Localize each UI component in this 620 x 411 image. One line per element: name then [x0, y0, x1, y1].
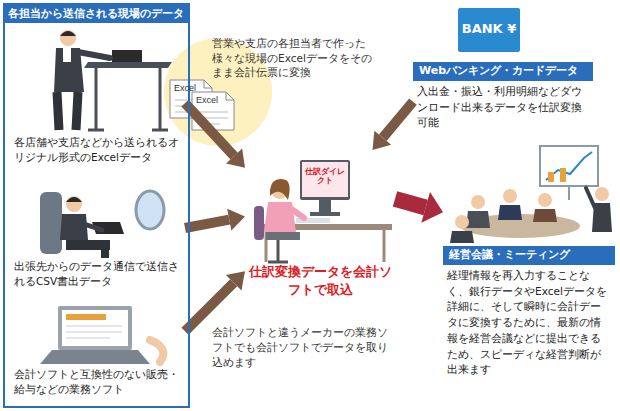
travelling-man-figure-part [60, 214, 88, 240]
meeting-figure-part [568, 186, 570, 200]
laptop-figure-part [62, 310, 128, 346]
meeting-figure-part [471, 195, 485, 209]
arrow-head [227, 209, 245, 231]
node-title: 各店舗や支店などから送られるオリジナル形式のExcelデータ [10, 135, 185, 165]
node-text: 経理情報を再入力することなく、銀行データやExcelデータを詳細に、そして瞬時に… [443, 265, 615, 381]
meeting-figure-part [560, 168, 566, 182]
travelling-man-figure-part [136, 191, 164, 229]
travelling-man-figure-part [101, 240, 109, 258]
node-text: 入出金・振込・利用明細などダウンロード出来るデータを仕訳変換可能 [413, 81, 593, 134]
operator-figure-part [290, 208, 304, 218]
travelling-man-figure-part [84, 224, 102, 230]
meeting-figure-part [595, 187, 609, 201]
standing-man-figure-part [112, 50, 142, 62]
source-item: 会計ソフトと互換性のない販売・給与などの業務ソフト [10, 303, 185, 397]
meeting-figure-part [586, 188, 595, 208]
meeting-figure-part [533, 209, 557, 222]
source-panel: 各担当から送信される現場のデータ各店舗や支店などから送られるオリジナル形式のEx… [3, 3, 190, 408]
meeting-figure-part [498, 205, 522, 220]
laptop-figure [40, 306, 163, 364]
operator-figure-part [254, 206, 264, 240]
operator-figure [254, 160, 392, 262]
flow-arrow [373, 102, 414, 150]
excel-document-part [197, 112, 228, 113]
laptop-figure-part [66, 326, 122, 327]
node-title: 会計ソフトと互換性のない販売・給与などの業務ソフト [10, 367, 185, 397]
arrow-head [421, 192, 443, 223]
arrow-shaft [395, 199, 426, 208]
arrow-head [373, 131, 392, 150]
travelling-man-figure [40, 191, 164, 258]
meeting-figure-part [455, 215, 469, 229]
meeting-figure-part [503, 189, 517, 203]
node-title: 各担当から送信される現場のデータ [5, 5, 188, 23]
flow-arrow [395, 192, 443, 223]
operator-figure-part [300, 160, 350, 200]
operator-figure-part [270, 179, 290, 200]
excel-document-part [204, 80, 212, 88]
screen-label: 仕訳ダイレクト [303, 168, 347, 186]
document-label: Excel [174, 83, 208, 93]
node-title: 出張先からのデータ通信で送信されるCSV書出データ [10, 259, 185, 289]
laptop-figure-part [40, 350, 150, 364]
meeting-figure-part [538, 193, 552, 207]
standing-man-figure-part [60, 30, 76, 46]
node-title: 仕訳変換データを会計ソフトで取込 [245, 263, 395, 298]
operator-figure-part [266, 232, 300, 240]
arrow-shaft [185, 220, 229, 228]
travelling-man-figure-part [66, 196, 82, 212]
callout-bubble: 営業や支店の各担当者で作った様々な現場のExcelデータをそのまま会計伝票に変換 [212, 36, 377, 80]
laptop-figure-part [66, 314, 106, 320]
arrow-shaft [185, 283, 234, 332]
operator-figure-part [310, 212, 340, 216]
laptop-figure-part [58, 306, 132, 350]
node-title: Webバンキング・カードデータ [413, 62, 593, 81]
arrow-shaft [383, 102, 413, 138]
meeting-figure-part [466, 211, 490, 228]
source-item: 各店舗や支店などから送られるオリジナル形式のExcelデータ [10, 27, 185, 165]
flow-arrow [185, 209, 245, 231]
node-title: BANK ¥ [458, 8, 520, 37]
info-band: Webバンキング・カードデータ入出金・振込・利用明細などダウンロード出来るデータ… [413, 62, 593, 134]
laptop-figure-part [66, 332, 122, 333]
standing-man-figure-part [95, 68, 98, 130]
operator-figure-part [277, 240, 280, 262]
arrow-head [226, 149, 245, 168]
document-label: Excel [196, 95, 230, 105]
bank-icon: BANK ¥ [458, 8, 520, 52]
operator-figure-part [383, 230, 386, 262]
meeting-band: 経営会議・ミーティング経理情報を再入力することなく、銀行データやExcelデータ… [443, 140, 615, 381]
source-item: 出張先からのデータ通信で送信されるCSV書出データ [10, 187, 185, 289]
node-title: 営業や支店の各担当者で作った様々な現場のExcelデータをそのまま会計伝票に変換 [212, 36, 377, 80]
flow-arrow [185, 103, 245, 168]
standing-man-figure-part [152, 129, 168, 132]
operator-figure-part [302, 162, 348, 197]
flow-arrow [185, 271, 245, 331]
laptop-figure-part [150, 340, 163, 362]
travelling-man-figure-part [66, 197, 82, 202]
standing-man-figure [54, 30, 172, 130]
meeting-figure-part [450, 231, 474, 243]
standing-man-figure-part [63, 48, 71, 62]
operator-figure-part [319, 200, 331, 214]
note-text: 会計ソフトと違うメーカーの業務ソフトでも会計ソフトでデータを取り込めます [212, 325, 392, 371]
travelling-man-figure-part [40, 192, 62, 254]
standing-man-figure-part [88, 129, 104, 132]
arrow-shaft [185, 103, 234, 156]
meeting-figure [450, 146, 612, 243]
standing-man-figure-part [57, 92, 78, 130]
laptop-figure-part [66, 338, 110, 339]
standing-man-figure-part [84, 62, 172, 68]
standing-man-figure-part [78, 52, 110, 58]
standing-man-figure-part [159, 68, 162, 130]
meeting-figure-part [540, 146, 598, 186]
node-title: 経営会議・ミーティング [443, 246, 615, 265]
operator-figure-part [268, 261, 288, 264]
excel-document-part [226, 92, 234, 100]
meeting-figure-part [548, 172, 554, 182]
arrow-head [226, 271, 245, 290]
standing-man-figure-part [60, 31, 76, 36]
